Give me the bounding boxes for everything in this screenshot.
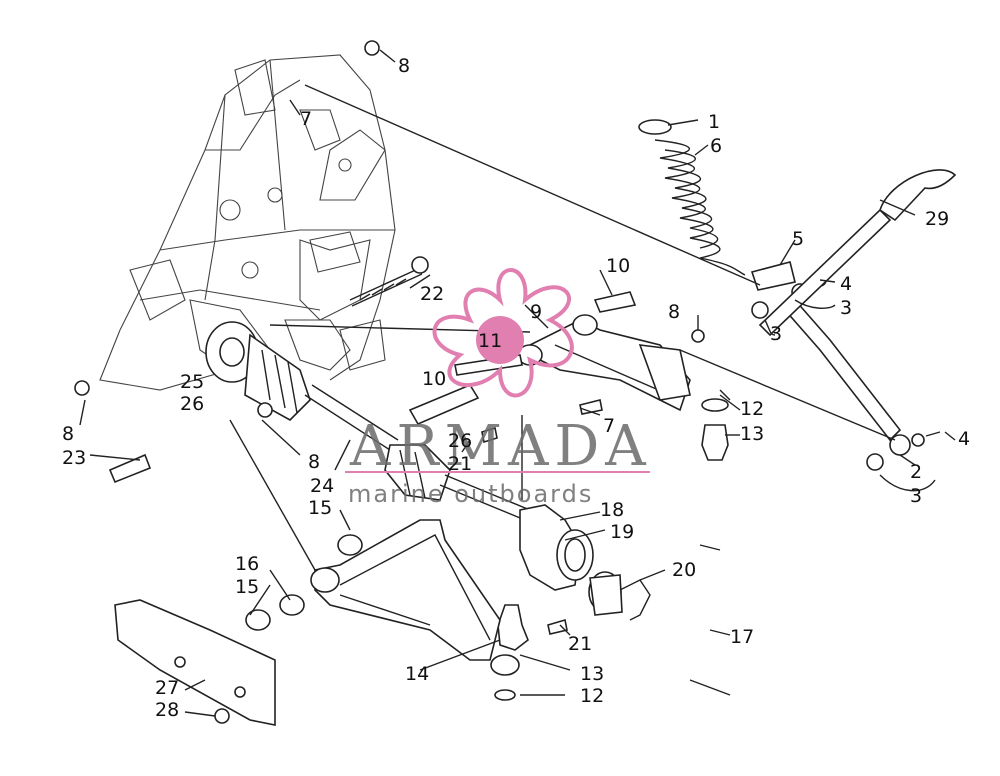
callout-16: 16 [235, 553, 259, 575]
callout-11: 11 [478, 330, 502, 352]
leader-lines [79, 49, 956, 717]
callout-6: 6 [710, 135, 722, 157]
callout-22: 22 [420, 283, 444, 305]
vehicle-frame [99, 54, 396, 391]
callout-4-bottom: 4 [958, 428, 970, 450]
callout-14: 14 [405, 663, 429, 685]
callout-25: 25 [180, 371, 204, 393]
callout-7-mid: 7 [603, 415, 615, 437]
callout-8-arm: 8 [668, 301, 680, 323]
callout-13-top: 13 [740, 423, 764, 445]
callout-28: 28 [155, 699, 179, 721]
lower-a-arm [245, 519, 520, 676]
callout-3-top: 3 [840, 297, 852, 319]
callout-15-bottom: 15 [235, 576, 259, 598]
callout-5: 5 [792, 228, 804, 250]
steering-knuckle [519, 504, 651, 621]
callout-19: 19 [610, 521, 634, 543]
callout-27: 27 [155, 677, 179, 699]
callout-24: 24 [310, 475, 334, 497]
callout-15-top: 15 [308, 497, 332, 519]
callout-9: 9 [530, 301, 542, 323]
callout-17: 17 [730, 626, 754, 648]
armada-watermark: ARMADA marine outboards [345, 268, 652, 508]
ball-joints [494, 398, 729, 701]
callout-labels: 8 7 1 6 29 5 4 3 3 22 10 9 8 11 10 25 26… [62, 55, 970, 721]
callout-3-bottom: 3 [910, 485, 922, 507]
callout-1: 1 [708, 111, 720, 133]
callout-18: 18 [600, 499, 624, 521]
callout-12-bottom: 12 [580, 685, 604, 707]
upper-a-arm [517, 314, 691, 412]
spring-shock [638, 119, 941, 471]
watermark-tagline: marine outboards [348, 480, 593, 508]
spanner-wrench [758, 169, 957, 337]
watermark-brand: ARMADA [349, 414, 652, 479]
callout-23: 23 [62, 447, 86, 469]
fasteners [74, 40, 705, 724]
callout-8-bottom: 8 [308, 451, 320, 473]
callout-7-top: 7 [300, 108, 312, 130]
callout-13-bottom: 13 [580, 663, 604, 685]
callout-21-top: 21 [448, 453, 472, 475]
callout-10-top: 10 [606, 255, 630, 277]
callout-21-bottom: 21 [568, 633, 592, 655]
skid-guard [114, 599, 276, 726]
callout-4-top: 4 [840, 273, 852, 295]
callout-10-mid: 10 [422, 368, 446, 390]
callout-26-mid: 26 [448, 430, 472, 452]
callout-12-top: 12 [740, 398, 764, 420]
callout-20: 20 [672, 559, 696, 581]
propeller-logo-icon [432, 268, 574, 398]
callout-29: 29 [925, 208, 949, 230]
callout-3-mid: 3 [770, 323, 782, 345]
callout-26-left: 26 [180, 393, 204, 415]
callout-8-left: 8 [62, 423, 74, 445]
callout-2: 2 [910, 461, 922, 483]
callout-8-top: 8 [398, 55, 410, 77]
logo-hub [476, 316, 524, 364]
